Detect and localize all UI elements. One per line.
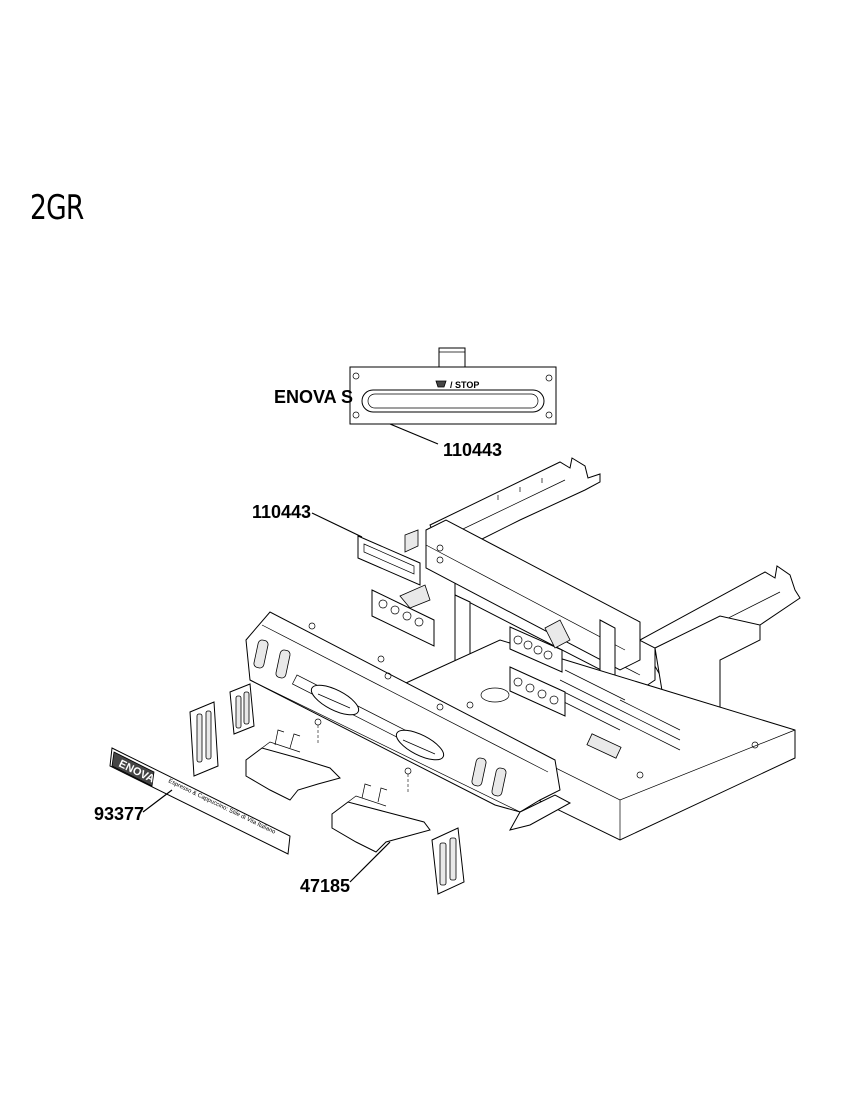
callout-47185: 47185 [300,876,350,896]
spout-holders [245,729,431,853]
leader-line-110443-top [389,423,439,445]
callout-110443-side: 110443 [252,502,311,522]
leader-line-47185 [349,841,391,883]
leader-line-93377 [142,789,173,813]
keypad-panel-inset: / STOP [349,347,557,425]
side-inserts [189,683,465,895]
callout-93377: 93377 [94,804,144,824]
front-panel [245,611,572,831]
page-title: 2GR [30,188,84,228]
callout-110443-top: 110443 [443,440,502,460]
leader-line-110443-side [311,512,363,538]
inset-model-label: ENOVA S [274,387,353,407]
keypad-circuit-boards [357,529,571,717]
inset-stop-label: / STOP [450,380,479,390]
nameplate-tagline: Espresso & Cappuccino: Stile di Vita Ita… [167,778,277,836]
